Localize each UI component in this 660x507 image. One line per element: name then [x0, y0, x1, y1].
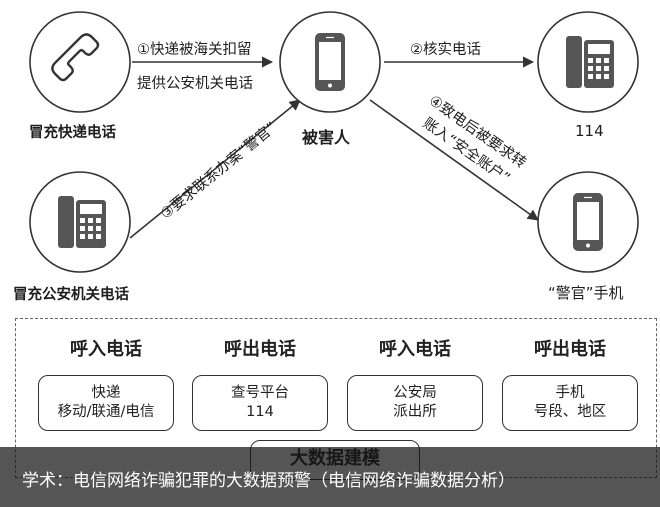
box-line2: 号段、地区: [533, 404, 607, 420]
desk-phone-icon: [566, 36, 614, 88]
column-header-inbound-2: 呼入电话: [379, 339, 451, 360]
box-mobile-region: 手机 号段、地区: [502, 375, 638, 431]
box-line1: 公安局: [393, 385, 437, 401]
label-114: 114: [575, 122, 604, 140]
box-line2: 派出所: [393, 404, 437, 420]
box-lookup-114: 查号平台 114: [192, 375, 328, 431]
desk-phone-icon: [58, 196, 106, 248]
step2-label: ②核实电话: [410, 42, 481, 58]
box-line1: 查号平台: [231, 385, 289, 401]
phone-handset-icon: [51, 33, 100, 82]
box-line2: 移动/联通/电信: [57, 404, 155, 420]
caption-bar: [0, 447, 660, 507]
node-fake-express: [29, 11, 131, 113]
label-victim: 被害人: [302, 128, 351, 147]
step1-line1: ①快递被海关扣留: [137, 42, 252, 58]
mobile-phone-icon: [315, 33, 345, 91]
box-line1: 快递: [91, 385, 121, 401]
caption-text: 学术：电信网络诈骗犯罪的大数据预警（电信网络诈骗数据分析）: [22, 471, 515, 491]
box-police-station: 公安局 派出所: [347, 375, 483, 431]
node-fake-police-call: [29, 171, 131, 273]
node-114: [537, 11, 639, 113]
mobile-phone-icon: [573, 193, 603, 251]
step1-line2: 提供公安机关电话: [137, 76, 253, 92]
node-police-mobile: [537, 171, 639, 273]
arrow-victim-to-police-mobile: [369, 99, 539, 221]
column-header-outbound-2: 呼出电话: [534, 339, 606, 360]
arrow-fakepolice-to-victim: [129, 99, 301, 239]
label-fake-police-call: 冒充公安机关电话: [13, 287, 129, 303]
box-line2: 114: [246, 404, 274, 420]
column-header-inbound-1: 呼入电话: [70, 339, 142, 360]
label-fake-express: 冒充快递电话: [29, 125, 116, 141]
column-header-outbound-1: 呼出电话: [224, 339, 296, 360]
box-express-carriers: 快递 移动/联通/电信: [38, 375, 174, 431]
label-police-mobile: “警官”手机: [548, 284, 624, 302]
node-victim: [279, 11, 381, 113]
box-line1: 手机: [555, 385, 585, 401]
